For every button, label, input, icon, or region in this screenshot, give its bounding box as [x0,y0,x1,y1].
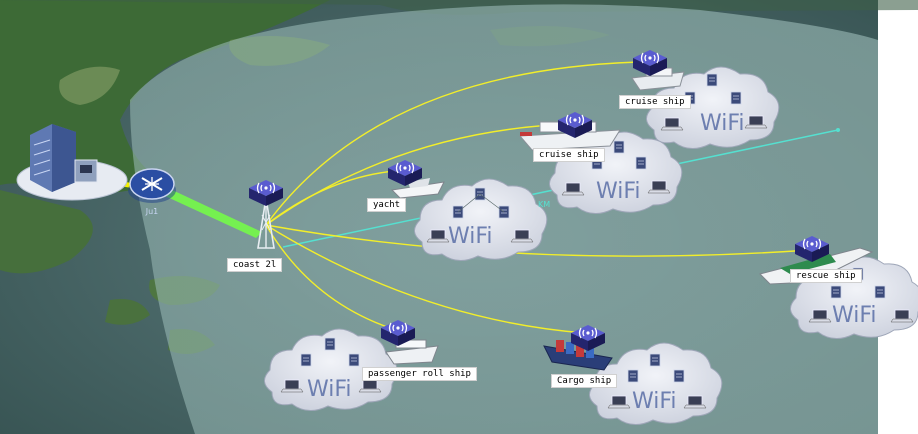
link-yacht [265,169,406,226]
right-margin [878,0,918,434]
radio-links [265,61,811,334]
ship-yacht [390,178,445,199]
label-passenger-roll-ship: passenger roll ship [362,367,477,381]
cloud-yacht [414,178,548,261]
wifi-passenger: WiFi [307,377,352,402]
label-yacht: yacht [367,198,407,212]
router-icon [128,168,176,203]
wifi-rescue: WiFi [832,303,877,328]
link-passenger [265,224,391,329]
wifi-yacht: WiFi [448,224,493,249]
cloud-cruise-1 [646,66,780,149]
label-cruise-ship-1: cruise ship [619,95,691,109]
ship-cargo [543,340,613,371]
fiber-link [165,188,262,238]
label-cruise-ship-2: cruise ship [533,148,605,162]
label-rescue-ship: rescue ship [790,269,862,283]
link-cruise-1 [265,61,641,226]
router-mark: Ju1 [145,207,159,216]
backhaul-endpoint [836,128,840,132]
wifi-cruise-2: WiFi [596,179,641,204]
label-cargo-ship: Cargo ship [551,374,618,388]
wifi-cruise-1: WiFi [700,111,745,136]
link-rescue [265,224,811,257]
wifi-cargo: WiFi [632,389,677,414]
building-icon [16,124,128,201]
link-cargo [265,224,586,334]
km-mark: KM [538,200,550,209]
ship-passenger [385,339,439,365]
cloud-passenger [264,328,398,411]
label-coast-station: coast 2l [227,258,283,272]
